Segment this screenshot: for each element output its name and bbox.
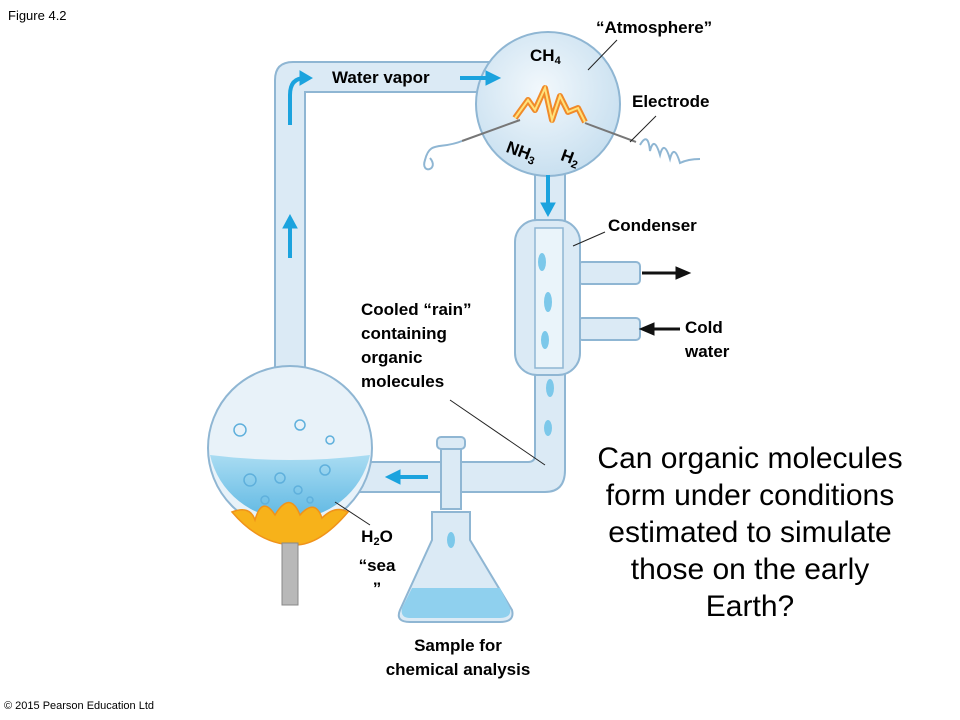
water-droplets — [538, 253, 554, 436]
water-vapor-label: Water vapor — [332, 68, 430, 87]
stopcock — [436, 436, 466, 510]
electrodes — [423, 119, 701, 171]
cooled-rain-line-2: containing — [361, 324, 447, 343]
cold-water-arrows — [638, 266, 692, 336]
cooled-rain-line-3: organic — [361, 348, 423, 367]
sea-line: “sea — [358, 556, 396, 575]
question-text: Can organic molecules form under conditi… — [597, 442, 903, 623]
h2o-sea-label: H2O “sea ” — [347, 525, 407, 600]
figure-label: Figure 4.2 — [8, 8, 67, 23]
h2o-h: H — [361, 527, 374, 546]
burner — [281, 542, 299, 606]
sample-label: Sample for chemical analysis — [358, 634, 558, 682]
electrode-label: Electrode — [632, 92, 710, 111]
cold-water-label: Cold water — [685, 316, 729, 364]
sea-close-quote: ” — [372, 579, 382, 598]
sample-line-2: chemical analysis — [385, 660, 531, 679]
ch4-label: CH4 — [530, 44, 561, 73]
h2o-subscript: 2 — [373, 536, 380, 548]
cold-water-line-2: water — [685, 342, 730, 361]
leader-lines — [334, 39, 657, 526]
sample-line-1: Sample for — [414, 636, 502, 655]
flow-arrows — [282, 70, 556, 485]
condenser-label: Condenser — [608, 216, 697, 235]
cooled-rain-label: Cooled “rain” containing organic molecul… — [361, 298, 472, 394]
cooled-rain-line-1: Cooled “rain” — [361, 300, 472, 319]
h2o-o: O — [379, 527, 393, 546]
h2o-line: H2O — [347, 525, 407, 554]
atmosphere-label: “Atmosphere” — [596, 18, 713, 37]
ch4-subscript: 4 — [554, 55, 561, 67]
cooled-rain-line-4: molecules — [361, 372, 445, 391]
cold-water-line-1: Cold — [685, 318, 723, 337]
copyright: © 2015 Pearson Education Ltd — [4, 700, 154, 712]
ch4-base: CH — [530, 46, 555, 65]
